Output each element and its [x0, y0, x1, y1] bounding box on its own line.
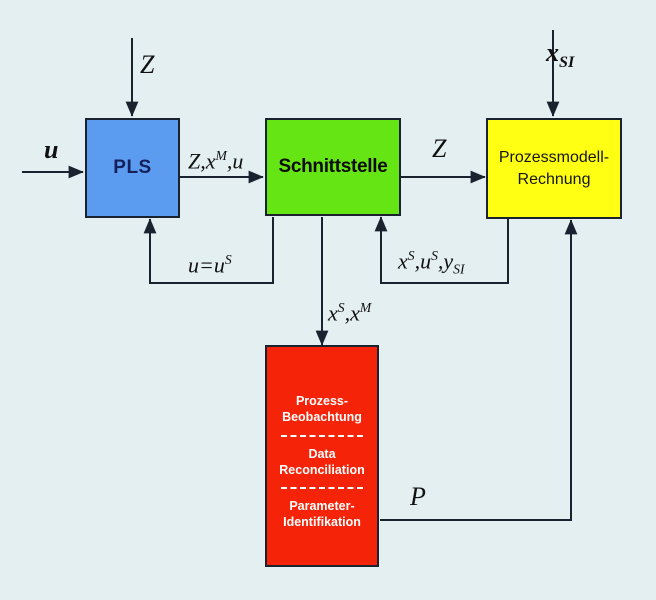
- label-xs-xm-s2: M: [359, 300, 372, 315]
- label-xs-xm-p1: x: [328, 300, 338, 326]
- analysis-section-data-reconciliation: Data Reconciliation: [279, 446, 365, 477]
- label-x-si-sub: SI: [559, 54, 575, 72]
- block-prozessmodell-line2: Rechnung: [517, 170, 591, 188]
- label-input-u: u: [44, 135, 58, 165]
- label-u-equals-us-text: u=u: [188, 252, 225, 278]
- feedback-xs-us-ysi: [374, 216, 509, 284]
- label-parameters-p: P: [410, 482, 426, 512]
- label-z-mid-text: Z: [432, 134, 447, 163]
- label-xs-us-ysi-sub3: SI: [453, 261, 465, 277]
- label-xs-us-ysi-p2: ,u: [414, 248, 432, 274]
- label-pls-out-sup: M: [215, 148, 227, 163]
- label-p-text: P: [410, 482, 426, 511]
- feedback-u-equals-us: [143, 217, 274, 284]
- label-u-equals-us: u=uS: [188, 252, 232, 278]
- block-prozessmodell-line1: Prozessmodell-: [498, 148, 610, 166]
- label-disturbance-z-top: Z: [140, 50, 154, 80]
- label-schnittstelle-to-prozess-z: Z: [432, 134, 446, 164]
- label-pls-out-part2: x: [205, 148, 216, 174]
- block-prozessmodell-rechnung[interactable]: Prozessmodell- Rechnung: [486, 118, 622, 219]
- label-xs-xm: xS,xM: [328, 300, 371, 326]
- label-xs-xm-p2: ,x: [344, 300, 360, 326]
- label-pls-out-part3: ,u: [226, 148, 244, 174]
- label-u-equals-us-sup: S: [224, 252, 232, 267]
- block-pls[interactable]: PLS: [85, 118, 180, 218]
- block-analysis[interactable]: Prozess- Beobachtung Data Reconciliation…: [265, 345, 379, 567]
- label-x-si-base: x: [546, 38, 559, 67]
- label-z-top-text: Z: [140, 50, 155, 79]
- label-x-si-top: xSI: [546, 38, 574, 72]
- arrow-p-to-prozessmodell: [380, 219, 578, 521]
- block-schnittstelle[interactable]: Schnittstelle: [265, 118, 401, 216]
- label-xs-us-ysi-p3: ,y: [437, 248, 454, 274]
- label-pls-to-schnittstelle: Z,xM,u: [188, 148, 243, 174]
- label-pls-out-part1: Z,: [188, 148, 206, 174]
- label-xs-xm-s1: S: [337, 300, 345, 315]
- analysis-section-parameter-identifikation: Parameter- Identifikation: [283, 499, 361, 530]
- label-xs-us-ysi-s2: S: [431, 248, 438, 263]
- analysis-section-prozess-beobachtung: Prozess- Beobachtung: [282, 394, 362, 425]
- analysis-divider-2: [281, 487, 363, 489]
- block-pls-label: PLS: [113, 157, 152, 178]
- block-schnittstelle-label: Schnittstelle: [278, 156, 388, 177]
- label-xs-us-ysi: xS,uS,ySI: [398, 248, 465, 278]
- label-xs-us-ysi-p1: x: [398, 248, 408, 274]
- label-input-u-text: u: [44, 135, 59, 164]
- analysis-divider-1: [281, 434, 363, 437]
- label-xs-us-ysi-s1: S: [407, 248, 415, 263]
